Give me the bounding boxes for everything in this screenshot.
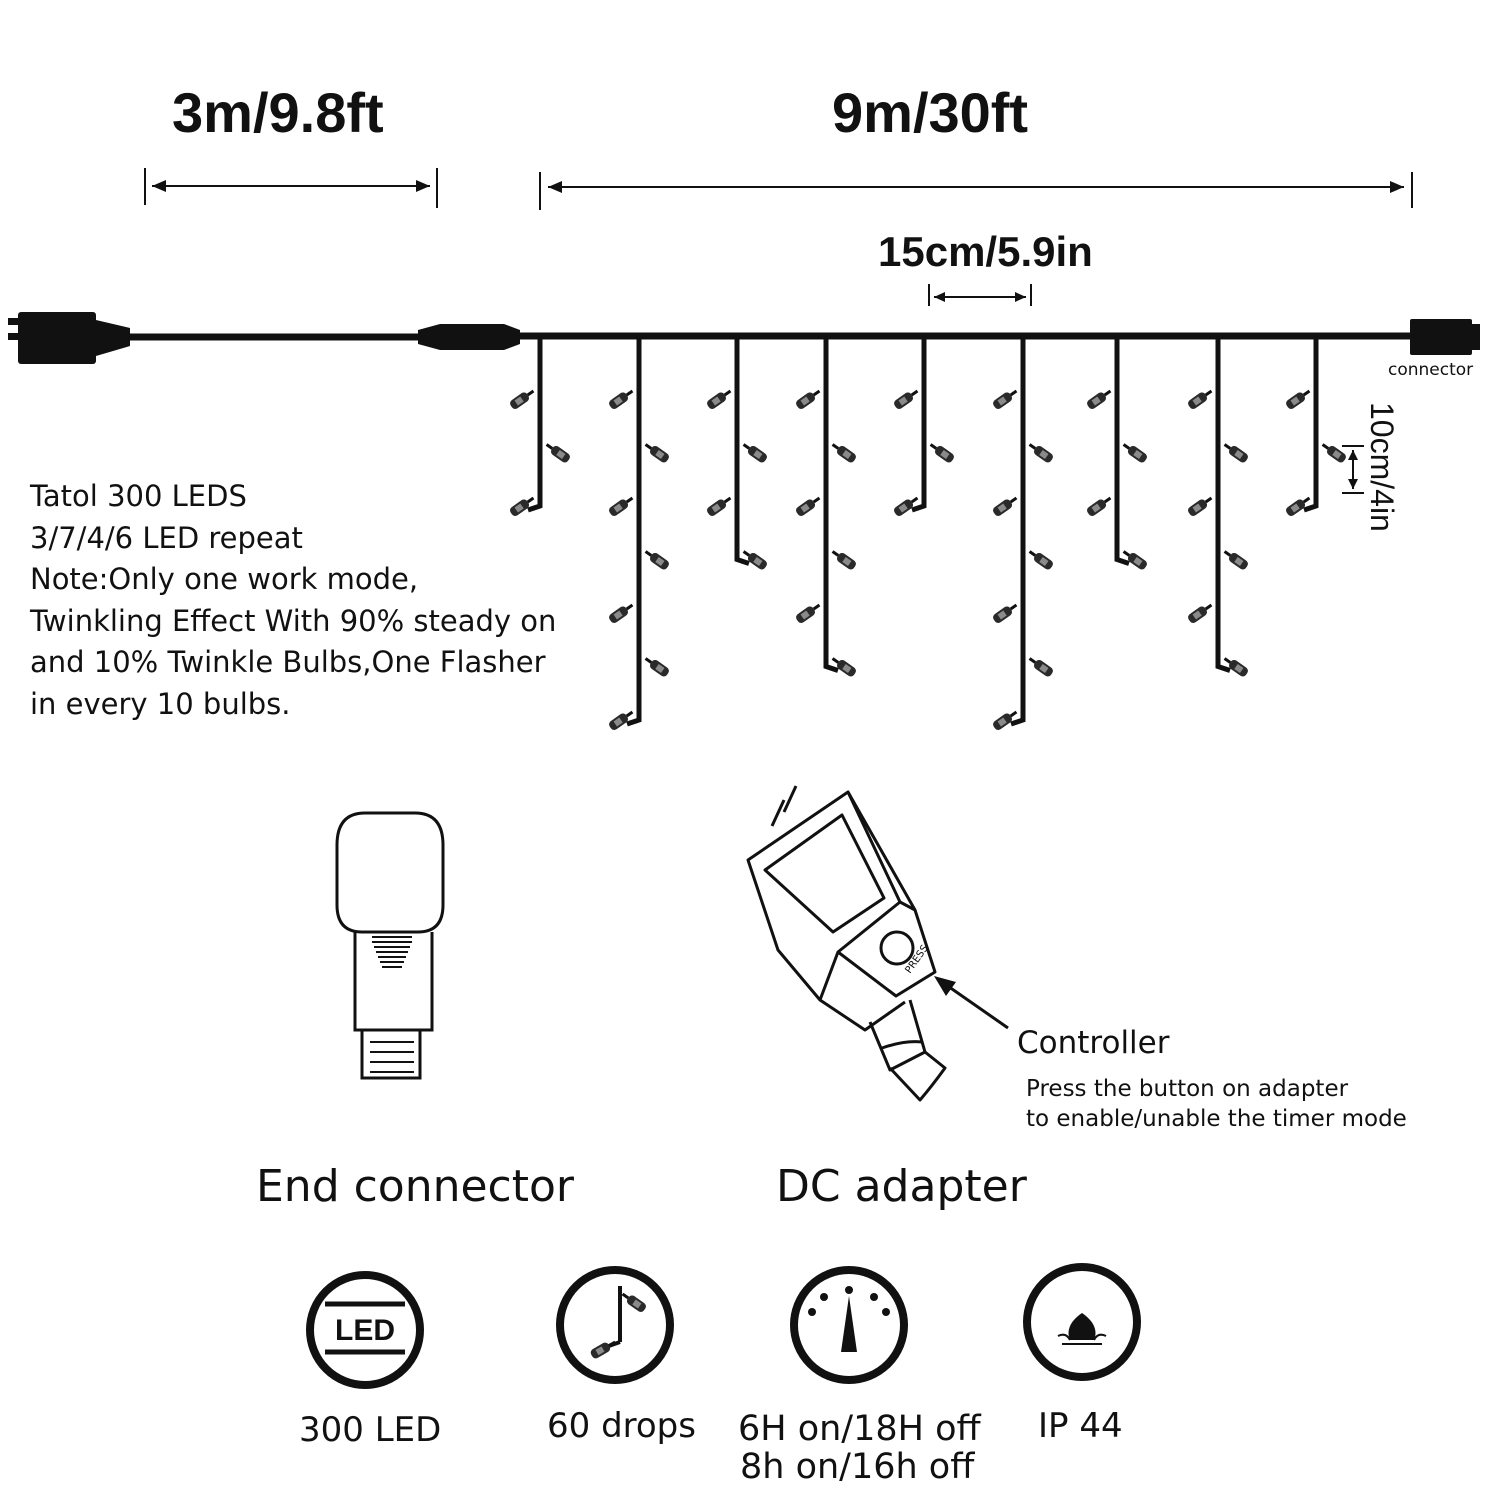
led-bulb [792,385,824,413]
led-bulb [989,492,1021,520]
power-plug [8,312,130,364]
led-bulb [703,385,735,413]
led-bulb [989,385,1021,413]
led-bulb [1282,492,1314,520]
led-bulb [792,599,824,627]
led-bulb [1220,438,1252,466]
led-bulb [1025,438,1057,466]
controller-arrow [934,976,1009,1030]
middle-connector [418,324,520,350]
notes-line: Note:Only one work mode, [30,562,419,596]
product-notes: Tatol 300 LEDS 3/7/4/6 LED repeat Note:O… [30,476,556,725]
led-bulb [1083,492,1115,520]
lead-wire-dimension [144,168,438,208]
led-bulb [605,599,637,627]
icicle-drops [506,338,1350,734]
end-connector-caption: End connector [256,1161,575,1212]
led-bulb [1220,652,1252,680]
led-bulb [1025,652,1057,680]
feature-label-drops: 60 drops [547,1406,696,1446]
total-length: 9m/30ft [832,81,1029,144]
led-bulb [641,652,673,680]
dc-adapter-caption: DC adapter [776,1161,1027,1212]
feature-label-timer-2: 8h on/16h off [740,1447,975,1487]
controller-desc-2: to enable/unable the timer mode [1026,1106,1407,1132]
icicle-drop [792,338,860,680]
led-bulb [792,492,824,520]
led-bulb [1184,599,1216,627]
lead-wire-length: 3m/9.8ft [172,81,384,144]
end-connector-drawing [335,811,445,1080]
led-bulb [641,438,673,466]
led-bulb [989,706,1021,734]
svg-text:LED: LED [335,1314,395,1347]
led-bulb [506,385,538,413]
total-length-dimension [539,172,1413,210]
drops-icon [556,1266,674,1384]
led-bulb [1220,545,1252,573]
feature-label-led: 300 LED [299,1410,442,1450]
led-bulb [739,545,771,573]
icicle-drop [605,338,673,734]
led-bulb [739,438,771,466]
led-bulb [989,599,1021,627]
led-bulb [605,706,637,734]
led-bulb [1184,385,1216,413]
led-bulb [703,492,735,520]
led-bulb [926,438,958,466]
led-bulb [828,652,860,680]
drop-spacing: 15cm/5.9in [878,228,1093,275]
notes-line: in every 10 bulbs. [30,686,291,721]
connector-label: connector [1388,360,1474,380]
notes-line: Tatol 300 LEDS [30,479,247,513]
led-bulb [1318,438,1350,466]
end-connector-top [1410,319,1480,355]
controller-desc-1: Press the button on adapter [1026,1076,1349,1102]
icicle-drop [989,338,1057,734]
led-icon: LED [306,1271,424,1389]
bulb-spacing-dimension [1342,445,1364,494]
icicle-drop [1184,338,1252,680]
icicle-drop [890,338,958,520]
dc-adapter-drawing [746,785,947,1102]
waterproof-icon [1023,1263,1141,1381]
notes-line: 3/7/4/6 LED repeat [30,520,303,555]
feature-label-ip: IP 44 [1038,1406,1123,1446]
drop-spacing-dimension [928,284,1032,306]
led-bulb [641,545,673,573]
timer-icon [790,1266,908,1384]
icicle-drop [506,338,574,520]
led-bulb [1184,492,1216,520]
icicle-drop [1282,338,1350,520]
led-bulb [828,438,860,466]
led-bulb [542,438,574,466]
notes-line: Twinkling Effect With 90% steady on [30,603,557,638]
notes-line: and 10% Twinkle Bulbs,One Flasher [30,645,546,679]
led-bulb [605,492,637,520]
icicle-drop [1083,338,1151,573]
led-bulb [1119,545,1151,573]
led-bulb [890,492,922,520]
led-bulb [1083,385,1115,413]
feature-label-timer-1: 6H on/18H off [738,1409,981,1449]
controller-title: Controller [1017,1025,1170,1061]
led-bulb [1282,385,1314,413]
led-bulb [1119,438,1151,466]
led-bulb [890,385,922,413]
icicle-drop [703,338,771,573]
bulb-spacing: 10cm/4in [1364,402,1400,532]
led-bulb [1025,545,1057,573]
led-bulb [605,385,637,413]
led-bulb [828,545,860,573]
